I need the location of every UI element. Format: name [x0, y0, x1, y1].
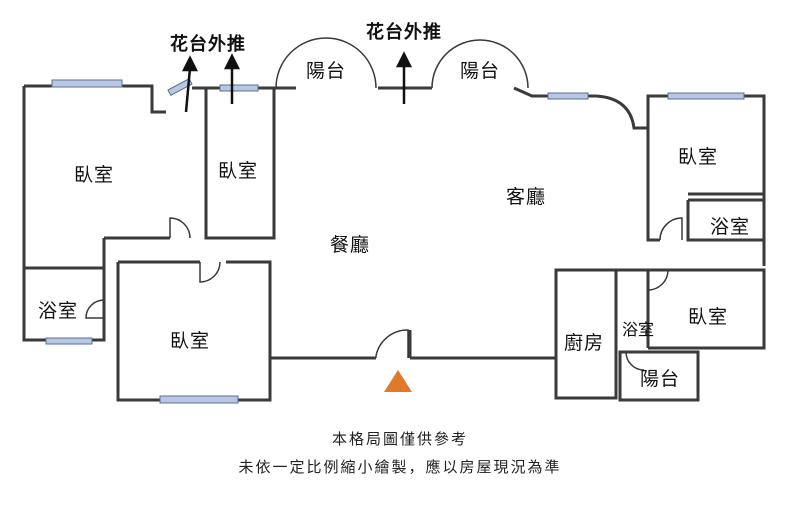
- entrance-marker-icon: [384, 370, 412, 392]
- label-kitchen: 廚房: [564, 332, 605, 354]
- label-planter-left: 花台外推: [170, 34, 246, 55]
- balcony-arc-left: [275, 37, 377, 89]
- label-bedroom-north-small: 臥室: [218, 160, 259, 182]
- walls: [22, 84, 766, 402]
- south-balcony-walls: [618, 350, 700, 402]
- label-living-room: 客廳: [506, 186, 547, 208]
- label-bedroom-east: 臥室: [678, 146, 719, 168]
- label-balcony-top-left: 陽台: [306, 60, 347, 82]
- arrow-up-icon: [223, 53, 241, 70]
- window: [547, 92, 589, 100]
- disclaimer-line-1: 本格局圖僅供參考: [331, 430, 468, 448]
- label-bedroom-southeast: 臥室: [688, 306, 729, 328]
- floor-plan: [22, 37, 766, 404]
- doors: [85, 37, 683, 371]
- window: [667, 92, 745, 100]
- arrow-up-icon: [395, 51, 413, 68]
- label-planter-center: 花台外推: [366, 22, 442, 43]
- disclaimer-line-2: 未依一定比例縮小繪製，應以房屋現況為準: [238, 458, 562, 476]
- door-entrance: [375, 329, 409, 358]
- balcony-arc-right: [431, 39, 529, 89]
- label-bathroom-east: 浴室: [710, 216, 751, 238]
- windows: [45, 78, 745, 404]
- small-bedroom-walls: [204, 88, 276, 240]
- arrows: [181, 51, 413, 113]
- door-se-bedroom: [647, 269, 669, 291]
- door-sw-bedroom: [199, 261, 221, 283]
- kitchen-walls: [554, 268, 618, 400]
- window: [167, 78, 193, 96]
- label-bedroom-southwest: 臥室: [170, 330, 211, 352]
- window: [159, 395, 239, 404]
- label-dining-room: 餐廳: [330, 234, 371, 256]
- window: [45, 337, 93, 345]
- bathroom-west-walls: [24, 266, 106, 300]
- window: [219, 84, 259, 92]
- arrow-up-icon: [181, 55, 199, 72]
- east-bedroom-walls: [646, 128, 660, 242]
- se-bedroom-walls: [648, 268, 766, 350]
- sw-bedroom-outer: [116, 262, 272, 402]
- door-south-balcony: [625, 351, 645, 371]
- label-balcony-south: 陽台: [640, 368, 681, 390]
- window: [51, 79, 123, 88]
- door-east-bedroom: [659, 217, 683, 241]
- curved-corner-wall: [595, 94, 766, 266]
- door-west-bedroom: [169, 217, 191, 239]
- wall-segment: [226, 260, 272, 358]
- door-west-bath: [85, 299, 105, 319]
- label-balcony-top-right: 陽台: [460, 60, 501, 82]
- label-bedroom-northwest: 臥室: [74, 164, 115, 186]
- wall-segment: [686, 200, 764, 242]
- label-bathroom-west: 浴室: [38, 300, 79, 322]
- label-bathroom-south: 浴室: [622, 320, 655, 339]
- outer-wall-north-left: [24, 84, 166, 114]
